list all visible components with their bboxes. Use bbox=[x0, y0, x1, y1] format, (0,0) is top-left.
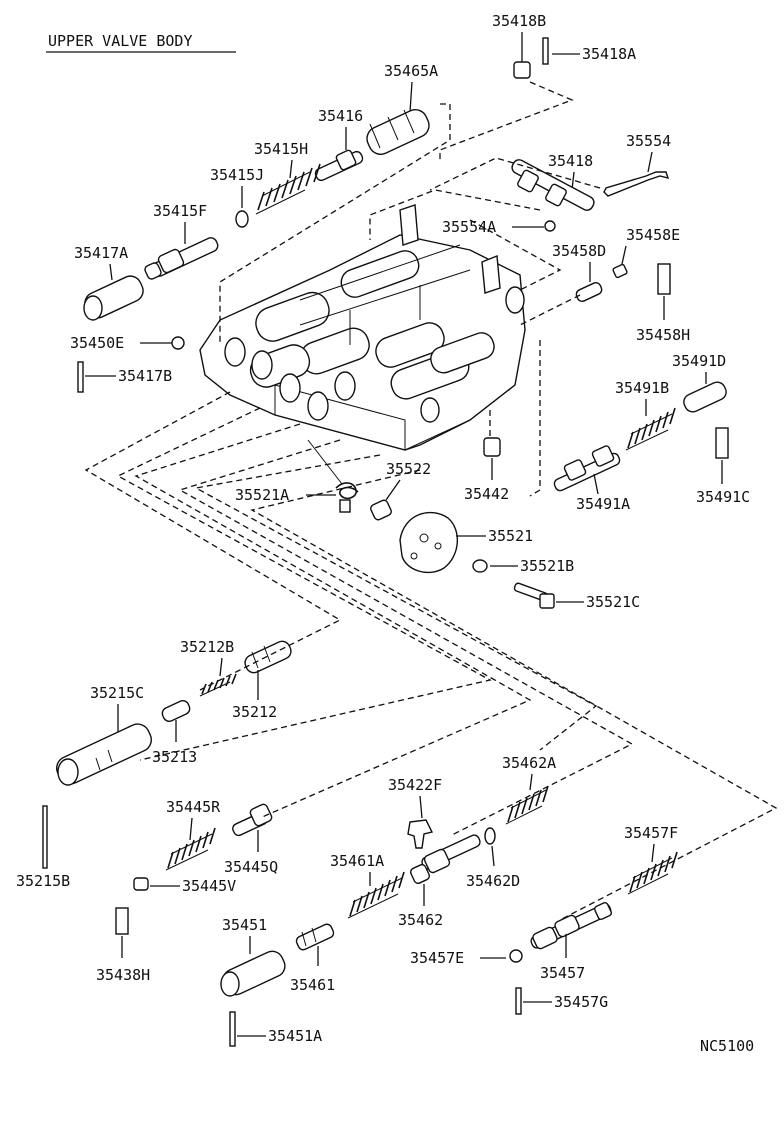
label-35213: 35213 bbox=[152, 748, 197, 766]
label-35521B: 35521B bbox=[520, 557, 574, 575]
label-35438H: 35438H bbox=[96, 966, 150, 984]
part-35415H-spring bbox=[255, 163, 321, 215]
label-35491D: 35491D bbox=[672, 352, 726, 370]
dashed-guides bbox=[84, 81, 778, 921]
part-35521C bbox=[513, 582, 555, 609]
part-35458H bbox=[657, 263, 671, 295]
part-35465A bbox=[366, 109, 430, 155]
part-35457G bbox=[515, 987, 522, 1015]
label-35215C: 35215C bbox=[90, 684, 144, 702]
part-35417A bbox=[83, 275, 144, 321]
part-35415F bbox=[144, 237, 219, 280]
part-35554 bbox=[603, 171, 670, 197]
label-35522: 35522 bbox=[386, 460, 431, 478]
label-35418A: 35418A bbox=[582, 45, 636, 63]
part-35521 bbox=[399, 511, 459, 574]
label-35458E: 35458E bbox=[626, 226, 680, 244]
part-35462A-spring bbox=[505, 785, 549, 825]
label-35521A: 35521A bbox=[235, 486, 289, 504]
part-35522 bbox=[370, 499, 392, 521]
part-35458E bbox=[612, 263, 628, 279]
part-35445Q bbox=[232, 803, 273, 837]
part-35461 bbox=[295, 923, 335, 951]
label-35462A: 35462A bbox=[502, 754, 556, 772]
label-35457: 35457 bbox=[540, 964, 585, 982]
label-35416: 35416 bbox=[318, 107, 363, 125]
part-35422F bbox=[407, 819, 434, 849]
label-35451: 35451 bbox=[222, 916, 267, 934]
label-35212: 35212 bbox=[232, 703, 277, 721]
label-35521C: 35521C bbox=[586, 593, 640, 611]
diagram-title: UPPER VALVE BODY bbox=[48, 32, 193, 50]
part-35457E bbox=[509, 949, 523, 963]
part-35212 bbox=[244, 640, 292, 674]
label-35461: 35461 bbox=[290, 976, 335, 994]
part-35213 bbox=[161, 700, 191, 722]
label-35415F: 35415F bbox=[153, 202, 207, 220]
part-35491B-spring bbox=[625, 407, 676, 451]
part-35212B-spring bbox=[199, 673, 237, 697]
part-35416 bbox=[314, 149, 364, 182]
part-35415J bbox=[235, 210, 249, 228]
label-35445R: 35445R bbox=[166, 798, 221, 816]
label-35554A: 35554A bbox=[442, 218, 496, 236]
part-35462D bbox=[484, 827, 496, 845]
label-35458D: 35458D bbox=[552, 242, 606, 260]
part-35491A bbox=[553, 445, 621, 492]
label-35417B: 35417B bbox=[118, 367, 172, 385]
part-35451 bbox=[220, 950, 286, 997]
upper-valve-body bbox=[199, 204, 526, 451]
part-35457 bbox=[530, 901, 613, 950]
part-35450E bbox=[171, 336, 185, 350]
label-35457G: 35457G bbox=[554, 993, 608, 1011]
part-35445V bbox=[133, 877, 149, 891]
label-35215B: 35215B bbox=[16, 872, 70, 890]
label-35418: 35418 bbox=[548, 152, 593, 170]
label-35462: 35462 bbox=[398, 911, 443, 929]
part-35418B bbox=[513, 61, 531, 79]
part-35418A bbox=[542, 37, 549, 65]
part-35462 bbox=[409, 834, 481, 885]
part-35418 bbox=[511, 159, 595, 211]
label-35461A: 35461A bbox=[330, 852, 384, 870]
label-35554: 35554 bbox=[626, 132, 671, 150]
label-35491A: 35491A bbox=[576, 495, 630, 513]
label-35521: 35521 bbox=[488, 527, 533, 545]
part-35458D bbox=[575, 282, 603, 302]
part-35438H bbox=[115, 907, 129, 935]
part-35451A bbox=[229, 1011, 236, 1047]
label-35415H: 35415H bbox=[254, 140, 308, 158]
part-35215C bbox=[56, 723, 152, 786]
label-35418B: 35418B bbox=[492, 12, 546, 30]
label-35212B: 35212B bbox=[180, 638, 234, 656]
label-35491C: 35491C bbox=[696, 488, 750, 506]
part-35461A-spring bbox=[347, 871, 405, 919]
part-35521B bbox=[472, 559, 488, 573]
label-35445V: 35445V bbox=[182, 877, 236, 895]
label-35451A: 35451A bbox=[268, 1027, 322, 1045]
label-35491B: 35491B bbox=[615, 379, 669, 397]
label-35445Q: 35445Q bbox=[224, 858, 278, 876]
label-35442: 35442 bbox=[464, 485, 509, 503]
label-35422F: 35422F bbox=[388, 776, 442, 794]
label-35450E: 35450E bbox=[70, 334, 124, 352]
part-35491C bbox=[715, 427, 729, 459]
part-35442 bbox=[483, 437, 501, 457]
label-35458H: 35458H bbox=[636, 326, 690, 344]
label-35417A: 35417A bbox=[74, 244, 128, 262]
part-35215B bbox=[42, 805, 48, 869]
label-35415J: 35415J bbox=[210, 166, 264, 184]
label-35465A: 35465A bbox=[384, 62, 438, 80]
label-35462D: 35462D bbox=[466, 872, 520, 890]
part-35445R-spring bbox=[165, 827, 216, 871]
part-35491D bbox=[683, 381, 727, 413]
diagram-code: NC5100 bbox=[700, 1037, 754, 1055]
part-35521A-spring bbox=[307, 439, 359, 513]
part-35554A bbox=[544, 220, 556, 232]
label-35457E: 35457E bbox=[410, 949, 464, 967]
label-35457F: 35457F bbox=[624, 824, 678, 842]
part-35417B bbox=[77, 361, 84, 393]
